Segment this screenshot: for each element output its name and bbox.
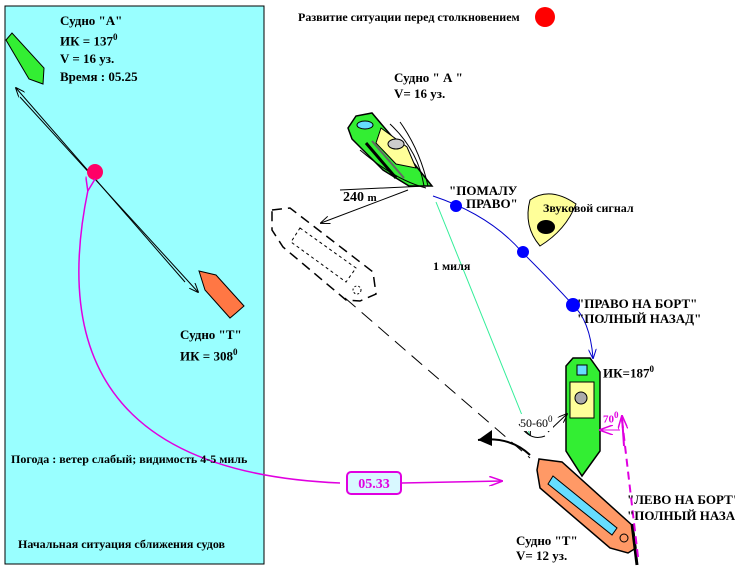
distance-line-a (339, 185, 427, 191)
panel-ship-a-speed: V = 16 уз. (60, 51, 115, 66)
panel-caption: Начальная ситуация сближения судов (18, 537, 226, 551)
ship-a-final (565, 357, 601, 478)
page-title: Развитие ситуации перед столкновением (298, 10, 520, 24)
panel-ship-t-course: ИК = 3080 (180, 347, 238, 364)
distance-label: 240 m (343, 190, 377, 205)
sound-signal-icon (527, 193, 577, 247)
course-t-projection (621, 419, 639, 558)
distance-arrow (321, 189, 409, 223)
ship-t-name: Судно "Т" (516, 533, 578, 548)
track-point-3 (566, 298, 580, 312)
ship-a-name: Судно " А " (394, 70, 463, 85)
ship-a-speed: V= 16 уз. (394, 86, 446, 101)
panel-ship-a-name: Судно "А" (60, 13, 123, 28)
angle-70-label: 700 (603, 410, 619, 426)
ship-t-speed: V= 12 уз. (516, 548, 568, 563)
collision-time-badge: 05.33 (346, 471, 402, 495)
panel-ship-a-time: Время : 05.25 (60, 69, 138, 84)
order-full-astern: "ПОЛНЫЙ НАЗАД" (577, 311, 702, 326)
ship-t (536, 458, 639, 566)
order-hard-starboard: "ПРАВО НА БОРТ" (577, 296, 698, 311)
panel-ship-t-name: Судно "Т" (180, 327, 242, 342)
time-link-arrow (401, 481, 502, 483)
order-full-astern-2: "ПОЛНЫЙ НАЗА, (627, 508, 735, 523)
panel-ship-a-course: ИК = 1370 (60, 32, 118, 49)
angle-label: 50-600 (520, 414, 553, 431)
time-link-curve (78, 190, 341, 484)
course-line-t (16, 88, 186, 283)
mile-line (435, 201, 530, 435)
order-port-line2: ПРАВО" (466, 196, 518, 211)
weather-label: Погода : ветер слабый; видимость 4-5 мил… (11, 452, 248, 466)
ghost-ship-t (271, 207, 377, 302)
panel-ship-a (5, 32, 45, 85)
track-point-1 (450, 200, 462, 212)
ship-a (347, 112, 434, 189)
ship-a-track (432, 195, 593, 358)
wake-head (478, 430, 492, 446)
order-hard-port: "ЛЕВО НА БОРТ" (627, 492, 735, 507)
title-marker (535, 7, 555, 27)
angle-70-arrow (622, 416, 624, 447)
order-port-line1: "ПОМАЛУ (449, 183, 518, 198)
course-after-label: ИК=1870 (603, 364, 654, 381)
track-point-2 (517, 246, 529, 258)
panel-collision-point (87, 164, 103, 180)
panel-ship-t (198, 270, 245, 319)
sound-signal-label: Звуковой сигнал (543, 201, 634, 215)
sound-signal-dot (537, 220, 555, 234)
mile-label: 1 миля (433, 259, 471, 273)
projection-line (344, 297, 531, 459)
